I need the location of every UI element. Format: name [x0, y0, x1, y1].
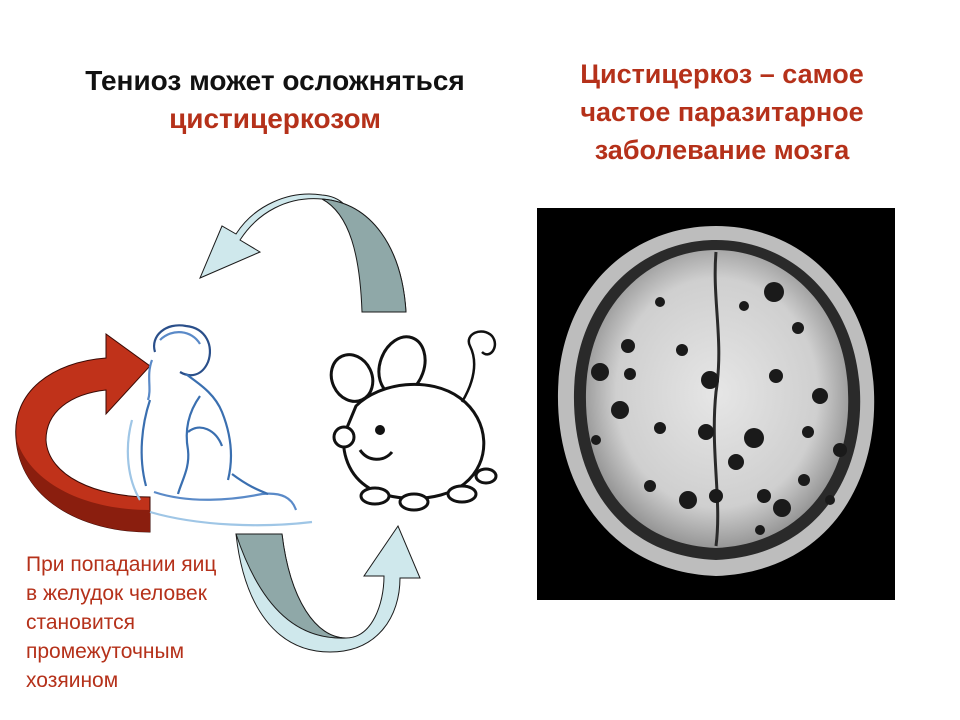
- right-heading-line3: заболевание мозга: [594, 135, 850, 165]
- seated-woman-figure-icon: [126, 324, 313, 527]
- caption-line3: становится: [26, 611, 135, 634]
- left-heading: Тениоз может осложняться цистицеркозом: [40, 62, 510, 138]
- caption-line1: При попадании яиц: [26, 553, 217, 576]
- left-heading-line1: Тениоз может осложняться: [85, 65, 465, 96]
- right-heading: Цистицеркоз – самое частое паразитарное …: [536, 55, 908, 169]
- brain-mri-scan-image: [537, 208, 895, 600]
- top-cycle-arrow-icon: [199, 193, 407, 313]
- bottom-cycle-arrow-icon: [235, 524, 421, 653]
- caption-line5: хозяином: [26, 669, 119, 692]
- caption-line4: промежуточным: [26, 640, 185, 663]
- left-heading-line2: цистицеркозом: [169, 103, 381, 134]
- caption-line2: в желудок человек: [26, 582, 207, 605]
- right-heading-line1: Цистицеркоз – самое: [580, 59, 864, 89]
- caption-text: При попадании яиц в желудок человек стан…: [26, 550, 276, 695]
- mouse-drawing-icon: [329, 330, 498, 512]
- red-curved-arrow-icon: [15, 333, 151, 533]
- right-heading-line2: частое паразитарное: [580, 97, 864, 127]
